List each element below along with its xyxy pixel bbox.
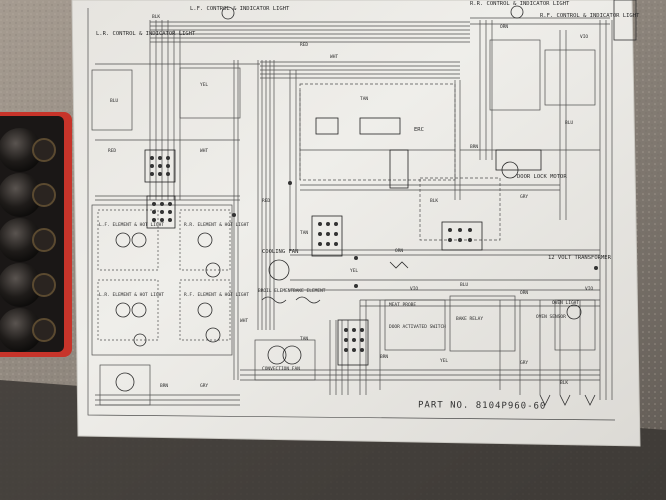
cooling-fan-label: COOLING FAN [262,249,299,255]
door-lock-motor-label: DOOR LOCK MOTOR [517,174,567,180]
wire-code: BLK [152,15,161,20]
wire-code: VIO [410,287,419,292]
wire-code: RED [108,149,117,154]
lf-element-label: L.F. ELEMENT & HOT LIGHT [99,223,165,228]
oven-sensor-label: OVEN SENSOR [536,315,566,320]
wire-code: GRY [200,384,209,389]
wire-code: BRN [380,355,389,360]
socket-tool-case [0,112,72,357]
wire-code: ORN [395,249,404,254]
rf-control-label: R.F. CONTROL & INDICATOR LIGHT [540,13,640,19]
wire-code: GRY [520,195,529,200]
wire-code: BLU [110,99,119,104]
wire-code: TAN [300,337,309,342]
rr-element-label: R.R. ELEMENT & HOT LIGHT [184,223,250,228]
wire-code: ORN [500,25,509,30]
meat-probe-label: MEAT PROBE [389,303,417,308]
wire-code: BLK [430,199,439,204]
door-switch-label: DOOR ACTIVATED SWITCH [389,325,446,330]
wire-code: BLK [560,381,569,386]
socket-row [0,128,56,352]
wire-code: YEL [200,83,209,88]
wire-code: WHT [330,55,339,60]
wiring-diagram-sheet [71,0,641,447]
wire-code: GRY [520,361,529,366]
transformer-label: 12 VOLT TRANSFORMER [548,255,611,261]
connector-blocks [144,117,542,366]
wiring-lines [87,8,616,421]
rf-element-label: R.F. ELEMENT & HOT LIGHT [184,293,250,298]
part-number: PART NO. 8104P960-60 [417,400,547,412]
wire-code: TAN [360,97,369,102]
rr-control-label: R.R. CONTROL & INDICATOR LIGHT [470,1,570,7]
wire-code: RED [300,43,309,48]
wire-code: ORN [520,291,529,296]
wire-code: VIO [585,287,594,292]
component-symbols [115,5,596,406]
wire-code: YEL [350,269,359,274]
connector-pins [150,156,598,352]
wire-code: YEL [440,359,449,364]
oven-light-label: OVEN LIGHT [552,301,580,306]
bake-relay-label: BAKE RELAY [456,317,484,322]
wire-code: WHT [240,319,249,324]
broil-element-label: BROIL ELEMENT [258,289,294,294]
wire-code: VIO [580,35,589,40]
wire-code: BLU [460,283,469,288]
wire-code: WHT [200,149,209,154]
convection-fan-label: CONVECTION FAN [262,367,300,372]
lf-control-label: L.F. CONTROL & INDICATOR LIGHT [190,6,290,12]
electronic-control-label: ERC [414,127,424,133]
wire-code: TAN [300,231,309,236]
wire-code: BLU [565,121,574,126]
wire-code: BRN [160,384,169,389]
lr-control-label: L.R. CONTROL & INDICATOR LIGHT [96,31,196,37]
bake-element-label: BAKE ELEMENT [293,289,326,294]
wire-code: BRN [470,145,479,150]
lr-element-label: L.R. ELEMENT & HOT LIGHT [99,293,165,298]
wire-code: RED [262,199,271,204]
